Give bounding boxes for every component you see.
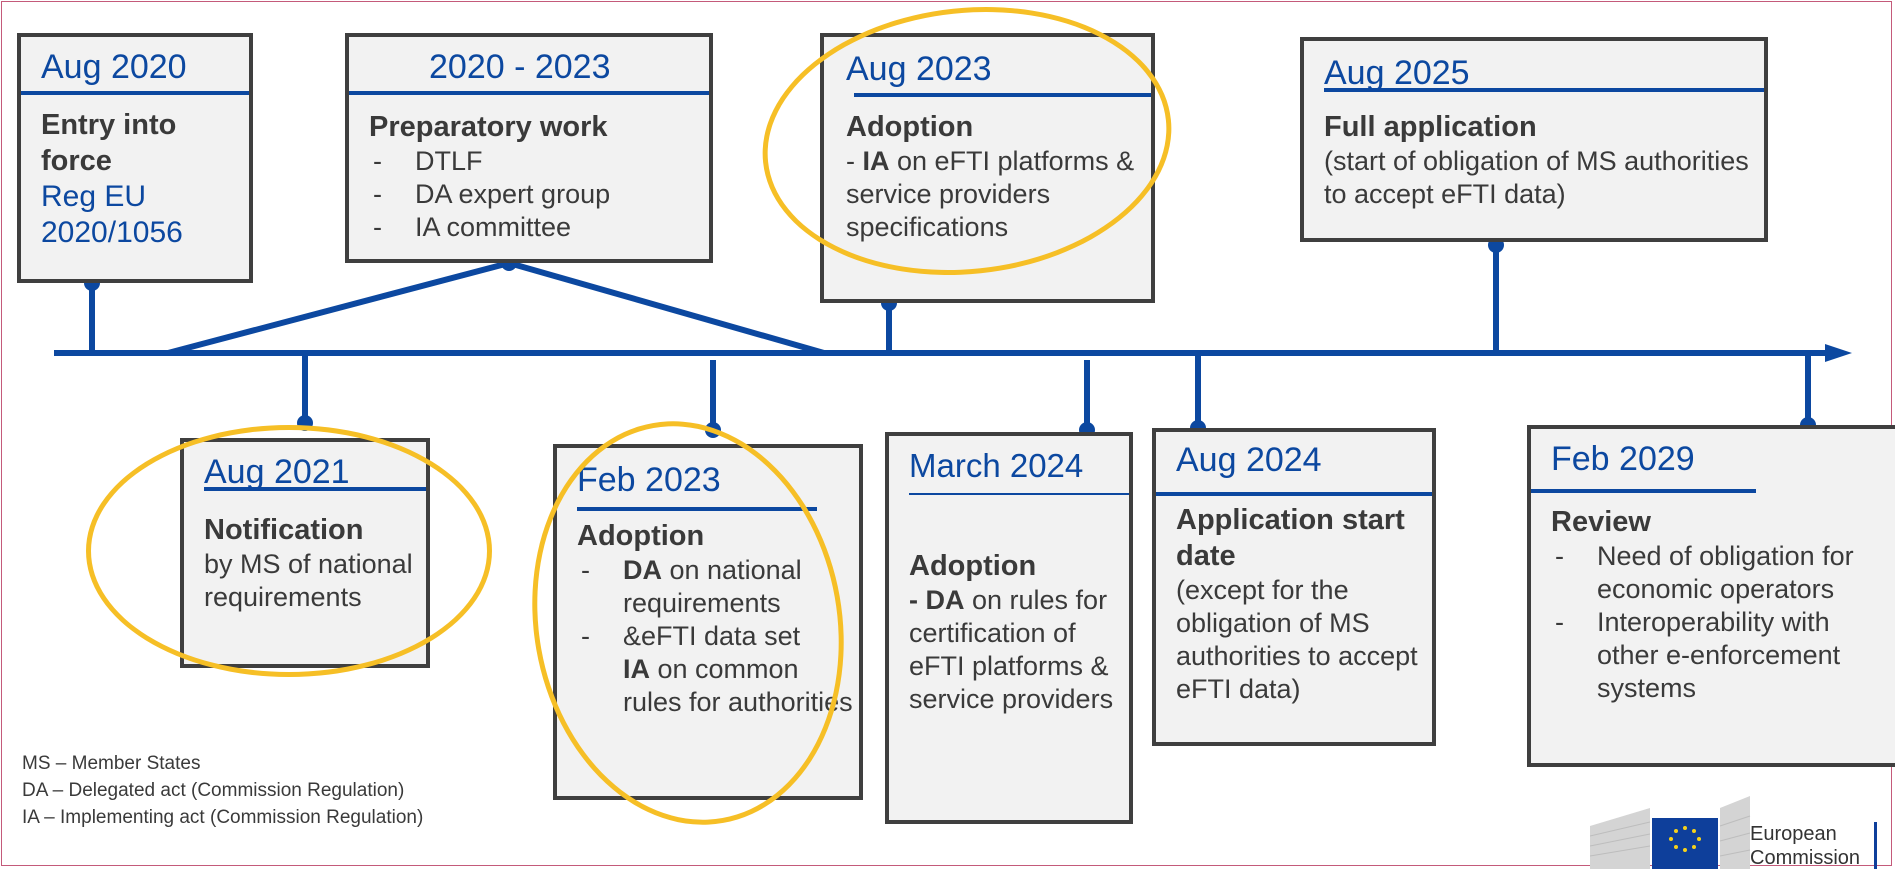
list-item: IA committee [369,211,699,244]
dash-prefix: - [846,146,863,176]
date-underline [577,507,817,511]
ec-logo-text: European Commission [1750,823,1861,869]
highlight-ring-aug-2021 [86,425,492,677]
milestone-feb-2023: Feb 2023 Adoption DA on national require… [553,444,863,800]
list-item: DA expert group [369,178,699,211]
date-underline [854,93,1151,97]
milestone-title: Application start date [1176,504,1405,572]
milestone-date: Aug 2025 [1324,54,1470,92]
milestone-title: Review [1551,506,1651,538]
milestone-aug-2020: Aug 2020 Entry into force Reg EU 2020/10… [17,33,253,283]
list-item: DTLF [369,145,699,178]
list-item: Interoperability with other e-enforcemen… [1551,606,1881,705]
date-underline [1531,489,1756,493]
legend-item: DA – Delegated act (Commission Regulatio… [22,780,405,801]
date-underline [1156,492,1432,496]
milestone-title: Adoption [846,111,974,143]
milestone-text: (except for the obligation of MS authori… [1176,575,1418,704]
legend-item: MS – Member States [22,753,201,774]
act-type: IA [623,654,650,684]
milestone-aug-2024: Aug 2024 Application start date (except … [1152,428,1436,746]
milestone-title: Preparatory work [369,111,608,143]
milestone-march-2024: March 2024 Adoption - DA on rules for ce… [885,432,1133,824]
act-type: - DA [909,585,965,615]
milestone-text: (start of obligation of MS authorities t… [1324,146,1749,209]
milestone-date: 2020 - 2023 [429,48,611,86]
legend-item: IA – Implementing act (Commission Regula… [22,807,424,828]
milestone-date: March 2024 [909,447,1084,484]
list-item: Need of obligation for economic operator… [1551,540,1881,606]
milestone-title: Adoption [577,520,705,552]
act-type: DA [623,555,662,585]
milestone-date: Aug 2020 [41,48,187,86]
milestone-feb-2029: Feb 2029 Review Need of obligation for e… [1527,425,1895,767]
milestone-date: Feb 2029 [1551,440,1695,478]
date-underline [349,91,709,95]
regulation-ref: Reg EU [41,180,147,213]
milestone-date: Feb 2023 [577,461,721,499]
milestone-date: Aug 2024 [1176,441,1322,479]
milestone-title: Adoption [909,550,1037,582]
eu-stars [1669,826,1701,852]
milestone-aug-2023: Aug 2023 Adoption - IA on eFTI platforms… [820,33,1155,303]
abbreviation-legend: MS – Member States DA – Delegated act (C… [22,750,423,831]
milestone-title: Entry into force [41,109,177,177]
date-underline [1324,88,1764,92]
eu-flag [1652,818,1718,869]
milestone-title: Full application [1324,111,1537,143]
milestone-aug-2025: Aug 2025 Full application (start of obli… [1300,37,1768,242]
milestone-text: on rules for certification of eFTI platf… [909,585,1114,714]
act-type: IA [862,146,890,176]
list-item: DA on national requirements [577,554,857,620]
date-underline [909,493,1129,495]
milestone-text: on eFTI platforms & service providers sp… [846,146,1135,242]
milestone-preparatory: 2020 - 2023 Preparatory work DTLF DA exp… [345,33,713,263]
date-underline [21,91,249,95]
european-commission-logo [1590,796,1877,869]
timeline-arrowhead [1825,344,1852,362]
milestone-date: Aug 2023 [846,50,992,88]
regulation-number: 2020/1056 [41,216,183,249]
